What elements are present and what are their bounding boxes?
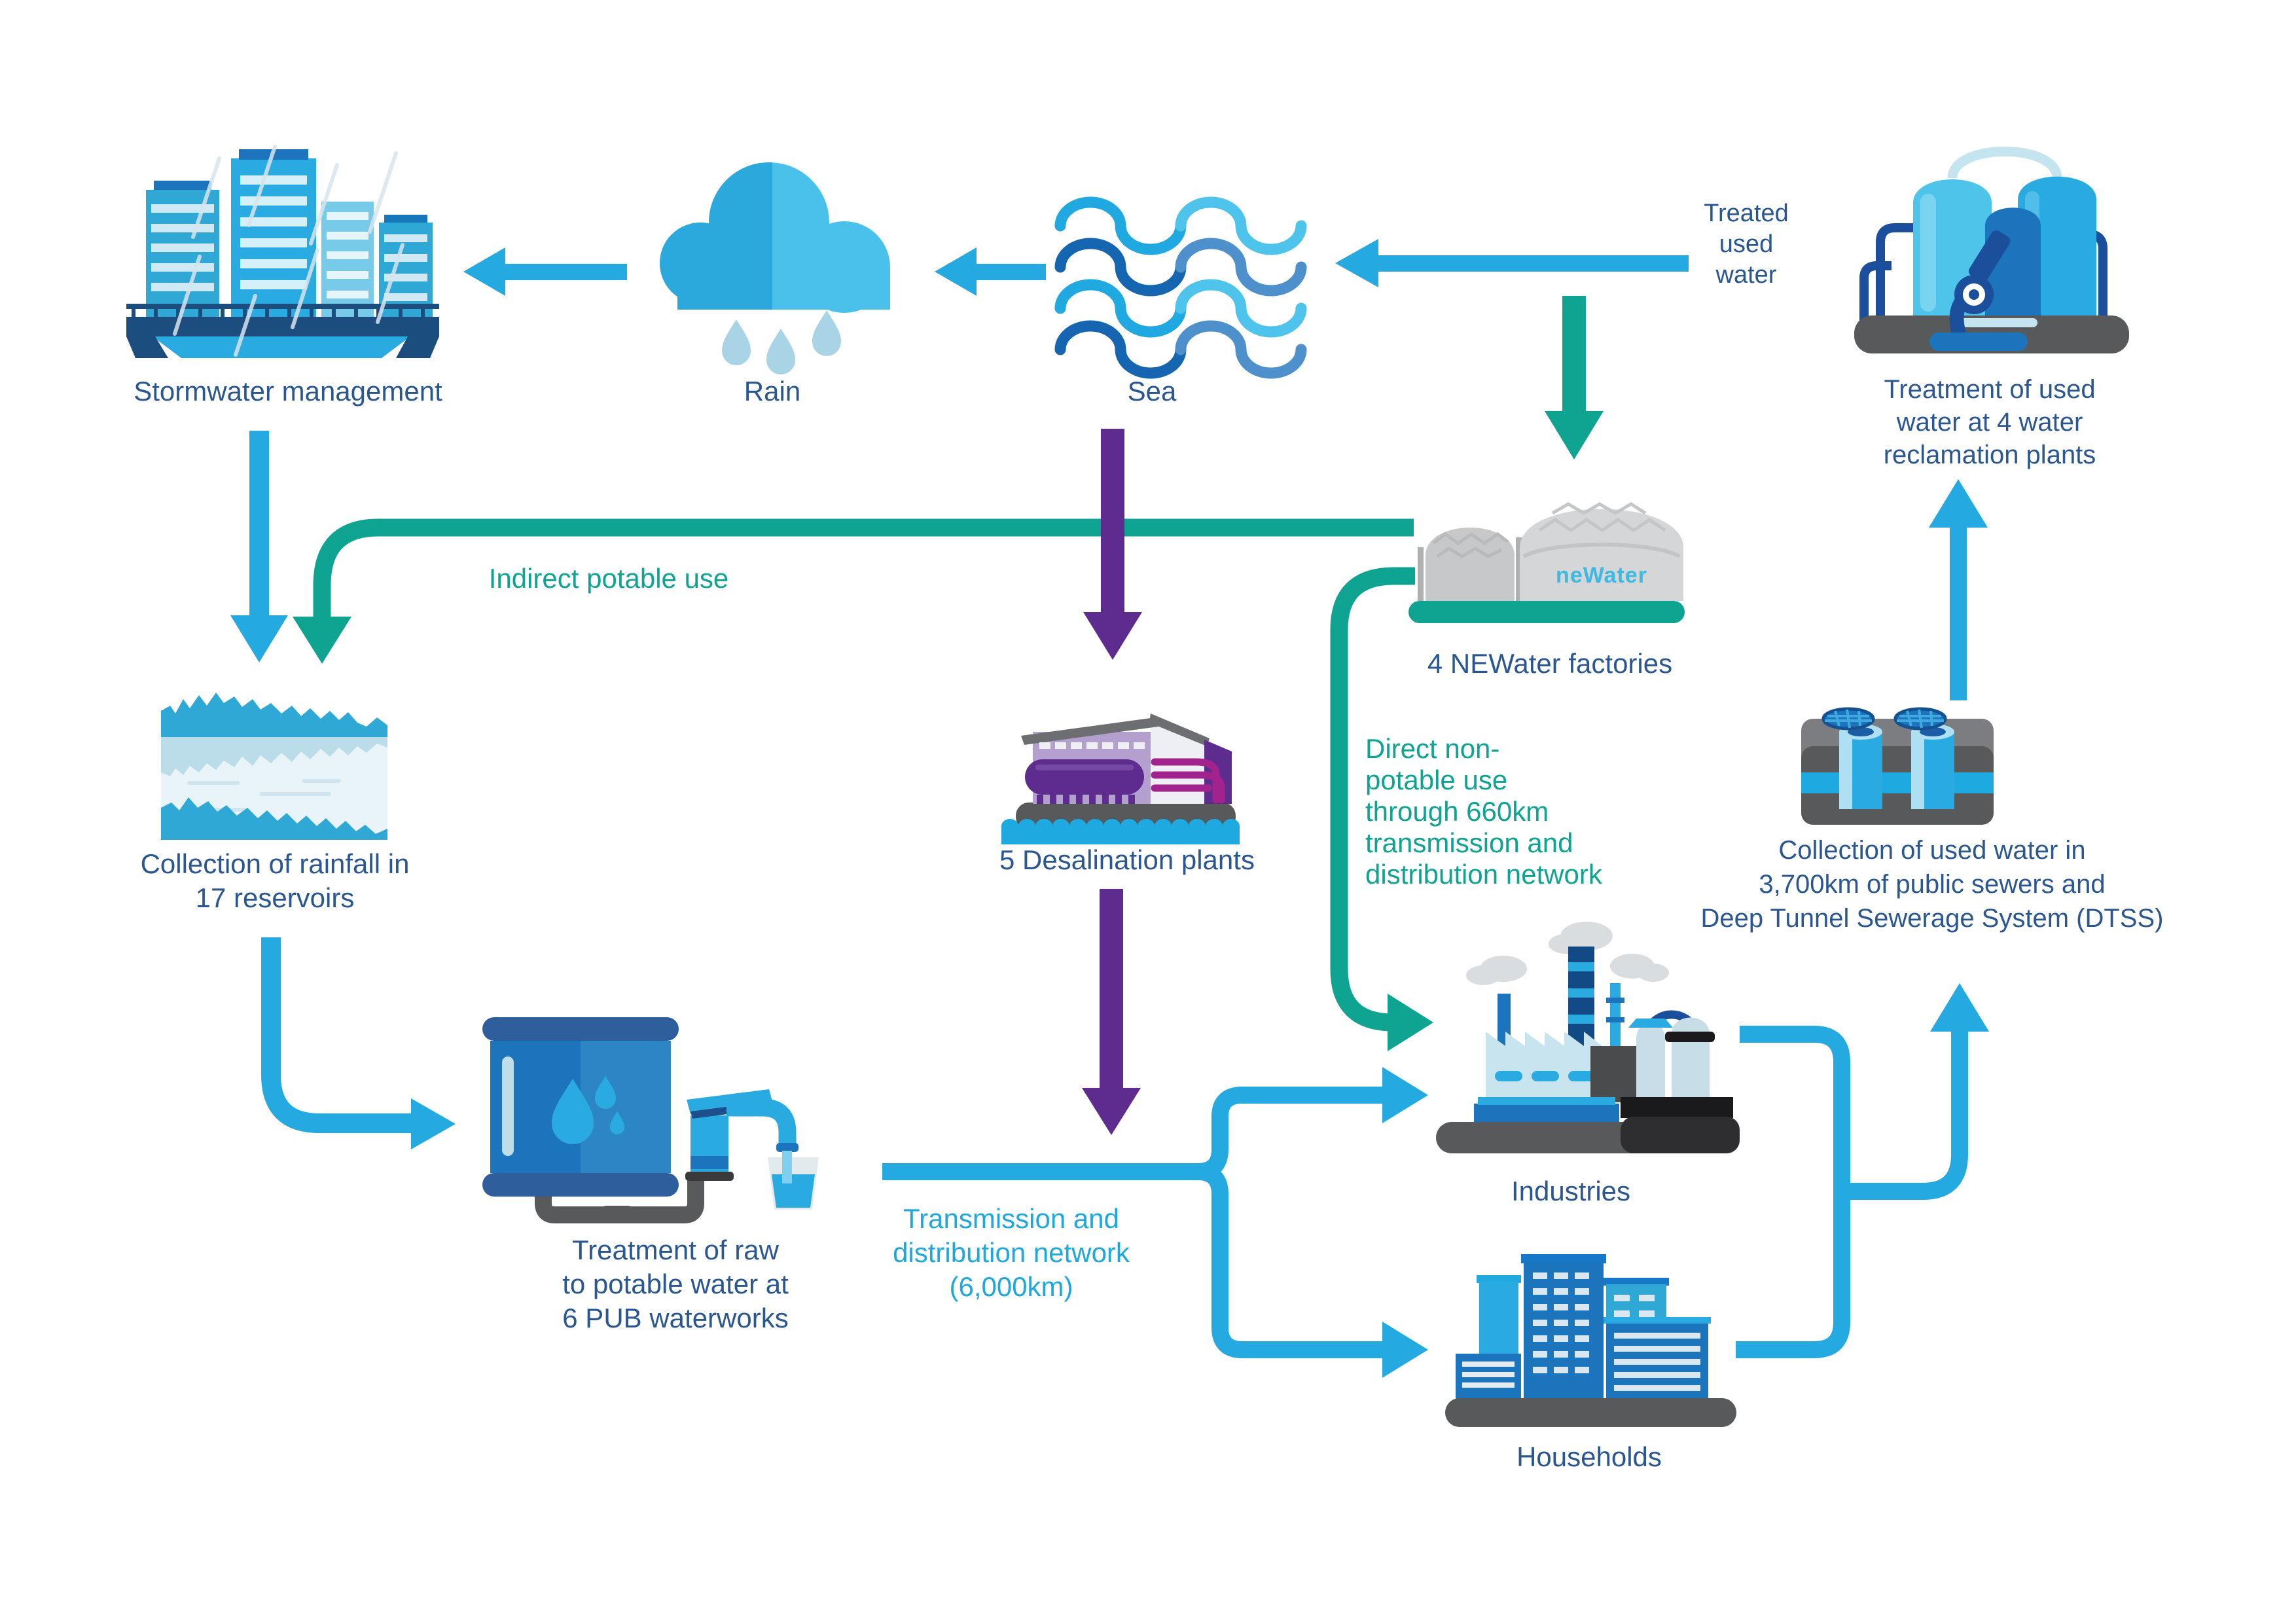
arrow-treated-water-to-newater <box>1545 296 1604 460</box>
pipe-transmission-network <box>882 1067 1428 1378</box>
reservoir-icon <box>161 693 387 840</box>
sewers-label-line-2: 3,700km of public sewers and <box>1759 870 2105 899</box>
sea-label: Sea <box>1128 376 1177 406</box>
waterworks-label-line-2: to potable water at <box>562 1269 789 1299</box>
arrow-rain-to-stormwater <box>463 247 627 296</box>
newater-logo: neWater <box>1556 563 1647 588</box>
arrow-indirect-potable-use <box>293 518 1414 664</box>
treated-used-water-line-2: used <box>1719 230 1773 258</box>
treated-used-water-line-3: water <box>1715 261 1777 289</box>
industries-factory-icon <box>1436 922 1740 1153</box>
arrow-reservoir-to-waterworks <box>261 937 456 1149</box>
waterworks-tap-icon <box>482 1017 819 1223</box>
water-reclamation-plant-icon <box>1854 147 2129 353</box>
waterworks-label-line-3: 6 PUB waterworks <box>562 1303 788 1333</box>
reclamation-label-line-2: water at 4 water <box>1896 408 2083 437</box>
industries-label: Industries <box>1511 1176 1630 1206</box>
rain-label: Rain <box>744 376 800 406</box>
sewers-label-line-1: Collection of used water in <box>1778 836 2085 865</box>
arrow-sewers-to-reclamation <box>1929 479 1988 700</box>
arrow-treated-water-to-sea <box>1335 239 1689 287</box>
reclamation-label-line-3: reclamation plants <box>1884 441 2096 469</box>
arrow-stormwater-to-reservoir <box>230 431 288 662</box>
stormwater-label: Stormwater management <box>134 376 442 406</box>
sewer-icon <box>1801 707 1994 825</box>
households-label: Households <box>1516 1441 1662 1472</box>
transmission-label-line-2: distribution network <box>893 1237 1130 1268</box>
sewers-label-line-3: Deep Tunnel Sewerage System (DTSS) <box>1701 904 2164 933</box>
reservoirs-label-line-2: 17 reservoirs <box>196 882 355 913</box>
reservoirs-label-line-1: Collection of rainfall in <box>141 848 410 879</box>
direct-non-potable-line-2: potable use <box>1365 765 1507 795</box>
waterworks-label-line-1: Treatment of raw <box>572 1235 780 1265</box>
direct-non-potable-line-3: through 660km <box>1365 796 1549 827</box>
direct-non-potable-line-4: transmission and <box>1365 827 1573 858</box>
stormwater-city-icon <box>126 145 439 358</box>
treated-used-water-line-1: Treated <box>1704 200 1789 227</box>
rain-cloud-icon <box>660 162 890 374</box>
newater-factory-icon: neWater <box>1408 502 1685 623</box>
transmission-label-line-1: Transmission and <box>903 1203 1119 1234</box>
desalination-plant-icon <box>1001 713 1240 844</box>
transmission-label-line-3: (6,000km) <box>949 1271 1073 1302</box>
arrow-direct-non-potable-to-industries <box>1330 567 1433 1051</box>
indirect-potable-use-label: Indirect potable use <box>489 563 729 594</box>
direct-non-potable-line-1: Direct non- <box>1365 733 1499 764</box>
pipe-industries-households-to-sewers <box>1736 983 1989 1358</box>
newater-label: 4 NEWater factories <box>1427 648 1672 679</box>
desalination-label: 5 Desalination plants <box>999 844 1255 875</box>
direct-non-potable-line-5: distribution network <box>1365 859 1603 890</box>
arrow-desalination-to-network <box>1082 889 1141 1135</box>
sea-waves-icon <box>1054 196 1307 379</box>
reclamation-label-line-1: Treatment of used <box>1884 375 2095 404</box>
households-buildings-icon <box>1445 1254 1736 1427</box>
arrow-sea-to-rain <box>935 247 1046 296</box>
arrow-sea-to-desalination <box>1083 429 1142 660</box>
